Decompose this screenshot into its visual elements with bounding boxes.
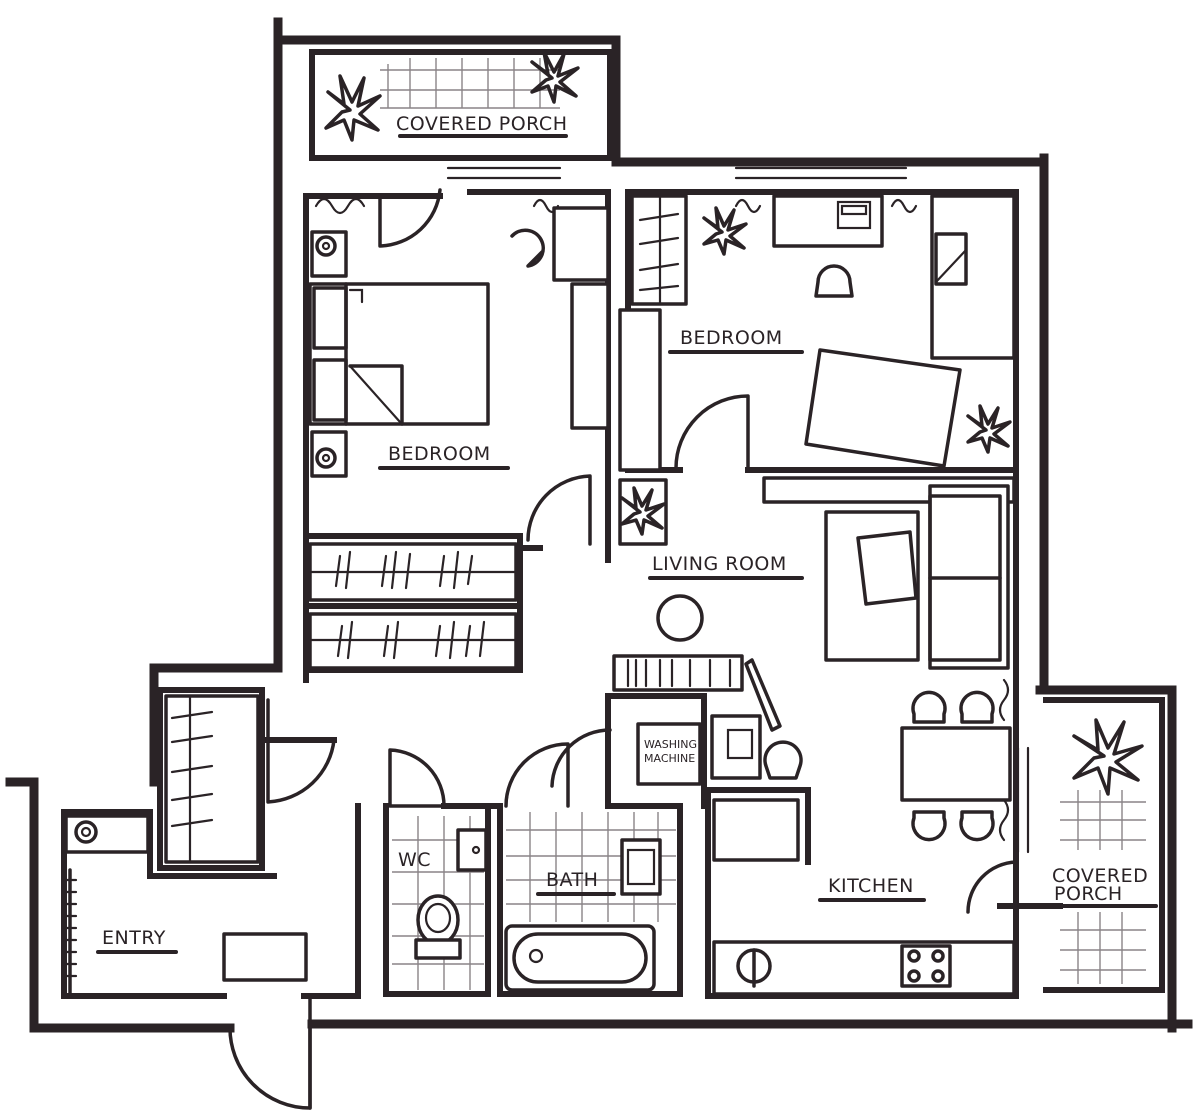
coffee-table — [824, 510, 920, 662]
plant-icon — [1072, 718, 1144, 796]
living-room: LIVING ROOM — [612, 476, 1016, 732]
bedroom-right-label: BEDROOM — [680, 327, 783, 349]
desk — [510, 206, 610, 430]
porch-top-label: COVERED PORCH — [396, 113, 568, 135]
porch-right: COVERED PORCH — [1052, 718, 1158, 984]
laundry-nook: WASHING MACHINE — [636, 714, 803, 786]
plant-icon — [530, 50, 580, 104]
bedroom-right: BEDROOM — [618, 194, 1016, 472]
bathtub-icon — [504, 924, 656, 992]
washing-machine-label-1: WASHING — [644, 738, 697, 751]
porch-right-label-1: COVERED — [1052, 865, 1148, 887]
porch-right-label-2: PORCH — [1054, 883, 1123, 905]
porch-top: COVERED PORCH — [324, 50, 580, 142]
doors — [228, 188, 1018, 1110]
pouf — [656, 594, 704, 642]
nightstand — [310, 230, 348, 478]
sink-icon — [456, 828, 488, 872]
bench — [222, 932, 308, 982]
sofa — [928, 484, 1010, 670]
plant-icon — [702, 206, 748, 256]
sink-icon — [620, 838, 662, 896]
entry: ENTRY — [62, 694, 308, 998]
wc-label: WC — [398, 849, 431, 871]
outer-walls — [5, 17, 1193, 1033]
plant-icon — [966, 404, 1012, 454]
interior-walls — [157, 189, 1063, 999]
bedroom-left-label: BEDROOM — [388, 443, 491, 465]
media-shelf — [612, 654, 782, 732]
rug — [804, 348, 962, 468]
shoe-rack — [64, 814, 150, 854]
desk-with-monitor — [772, 194, 884, 298]
washing-machine-label-2: MACHINE — [644, 752, 695, 765]
plant-icon — [620, 486, 666, 536]
bath-label: BATH — [546, 869, 598, 891]
toilet-icon — [414, 894, 462, 960]
dining — [900, 678, 1012, 842]
kitchen: KITCHEN — [712, 798, 1016, 996]
living-room-label: LIVING ROOM — [652, 553, 787, 575]
wardrobe — [308, 542, 518, 670]
kitchen-label: KITCHEN — [828, 875, 914, 897]
single-bed — [930, 194, 1016, 360]
closet — [164, 694, 260, 864]
entry-label: ENTRY — [102, 927, 166, 949]
closet — [618, 194, 688, 472]
bath: BATH — [504, 812, 676, 992]
windows — [32, 166, 1030, 1012]
chair-icon — [763, 740, 803, 780]
bedroom-left: BEDROOM — [308, 197, 610, 670]
plant-icon — [324, 74, 382, 142]
stove-icon — [900, 944, 952, 988]
chair-icon — [911, 690, 995, 842]
wc: WC — [392, 816, 488, 990]
sink-icon — [736, 948, 772, 988]
double-bed — [308, 282, 490, 426]
